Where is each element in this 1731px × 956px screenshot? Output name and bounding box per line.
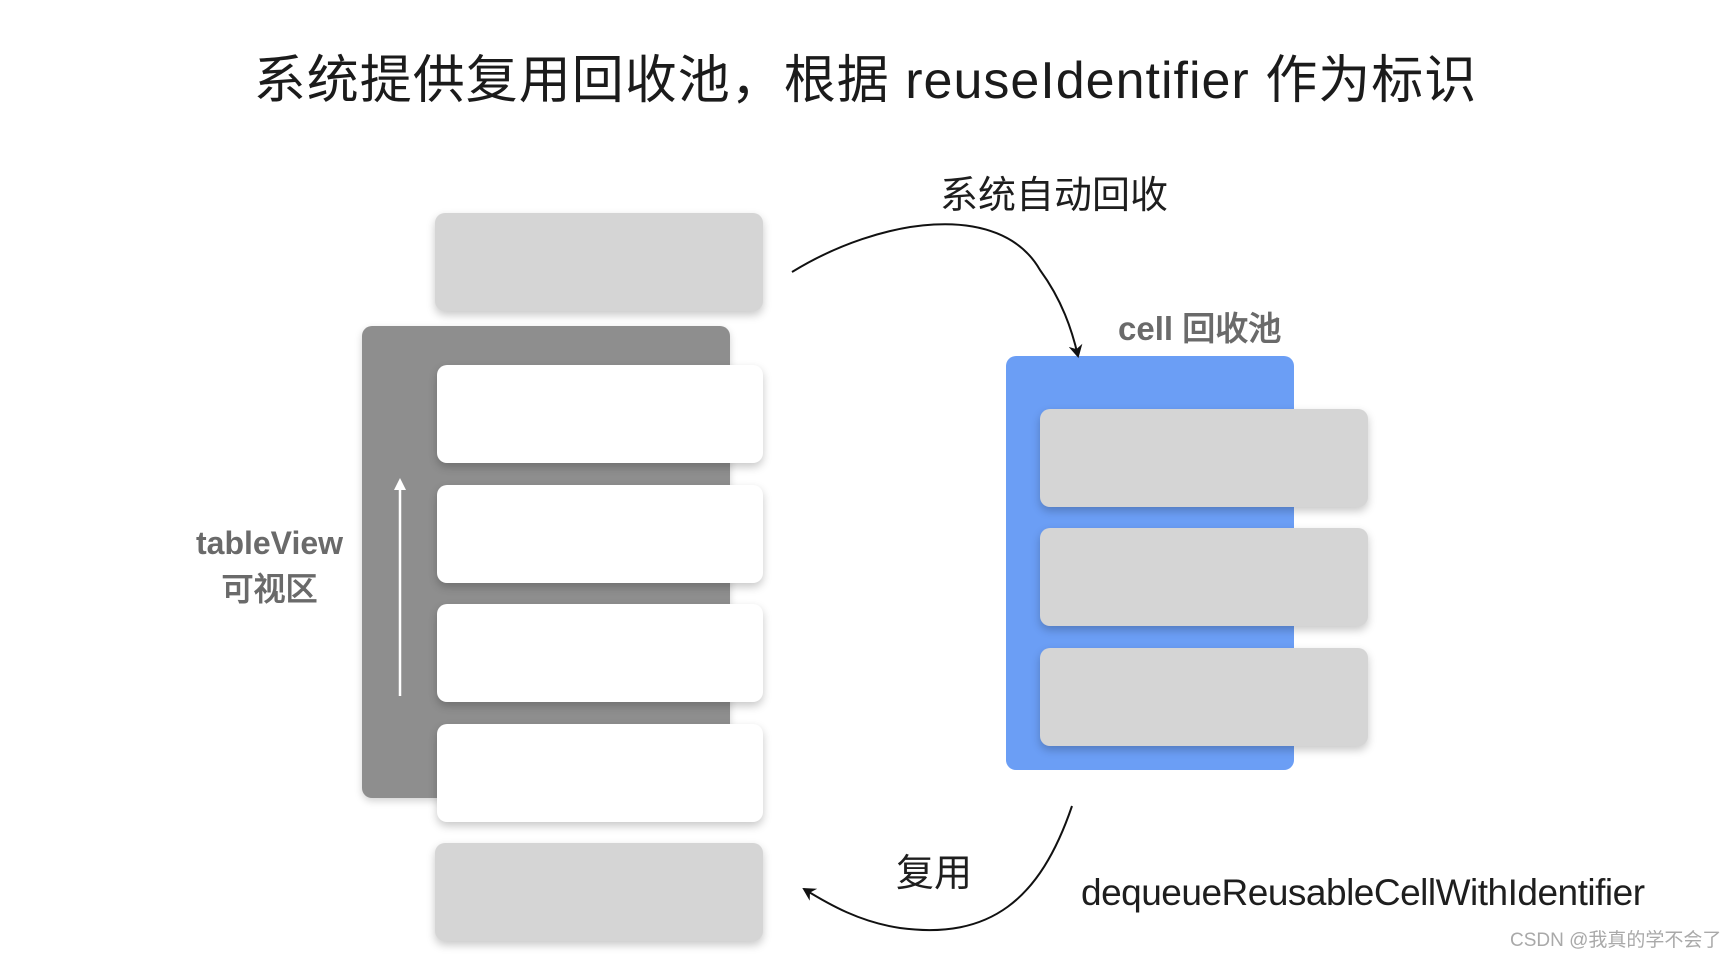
visible-cell-1 [437, 365, 763, 463]
pooled-cell-3 [1040, 648, 1368, 746]
recycle-arrow [791, 223, 1083, 358]
visible-cell-3 [437, 604, 763, 702]
watermark: CSDN @我真的学不会了 [1510, 930, 1722, 951]
pool-label: cell 回收池 [1118, 310, 1282, 347]
pooled-cell-1 [1040, 409, 1368, 507]
tableview-label-area: 可视区 [221, 571, 318, 607]
scroll-up-arrow-icon [394, 478, 406, 696]
pooled-cell-2 [1040, 528, 1368, 626]
tableview-label: tableView 可视区 [182, 520, 357, 612]
visible-cell-2 [437, 485, 763, 583]
dequeue-method-label: dequeueReusableCellWithIdentifier [1081, 872, 1645, 913]
recycle-arrow-label: 系统自动回收 [940, 175, 1169, 217]
tableview-label-name: tableView [195, 525, 344, 561]
reuse-arrow-label: 复用 [896, 853, 973, 895]
offscreen-cell-bottom [435, 843, 763, 941]
visible-cell-4 [437, 724, 763, 822]
offscreen-cell-top [435, 213, 763, 311]
diagram-title: 系统提供复用回收池，根据 reuseIdentifier 作为标识 [253, 52, 1478, 110]
